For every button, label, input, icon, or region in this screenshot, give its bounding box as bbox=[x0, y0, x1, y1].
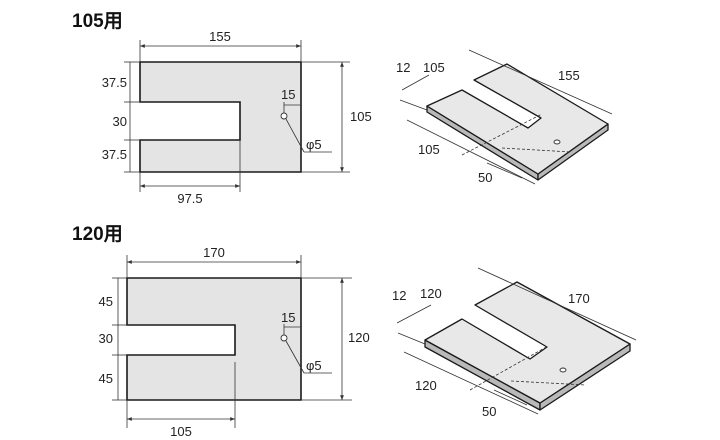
dim-slot-depth-120: 105 bbox=[170, 424, 192, 439]
dim-height-120: 120 bbox=[348, 330, 370, 345]
iso-plate-top-105 bbox=[426, 63, 609, 175]
iso-view-120: 12 120 170 120 50 bbox=[392, 267, 637, 419]
iso-hole-120 bbox=[559, 367, 567, 373]
iso-dim-thickness-105: 12 bbox=[396, 60, 410, 75]
iso-dim-slot-width-105: 105 bbox=[423, 60, 445, 75]
dim-width-120: 170 bbox=[203, 245, 225, 260]
dim-hole-offset-120: 15 bbox=[281, 310, 295, 325]
iso-dim-thickness-120: 12 bbox=[392, 288, 406, 303]
dim-hole-offset-105: 15 bbox=[281, 87, 295, 102]
mounting-hole-120 bbox=[280, 334, 288, 342]
section-title-105: 105用 bbox=[72, 11, 123, 32]
mounting-hole-105 bbox=[280, 112, 288, 120]
front-view-120: 170 120 45 30 45 105 15 φ5 bbox=[99, 245, 370, 439]
iso-dim-lower-depth-105: 50 bbox=[478, 170, 492, 185]
dim-slot-height-105: 30 bbox=[113, 114, 127, 129]
plate-outline-105 bbox=[139, 61, 302, 173]
dim-bottom-band-120: 45 bbox=[99, 371, 113, 386]
iso-dim-lower-width-120: 120 bbox=[415, 378, 437, 393]
dim-hole-dia-120: φ5 bbox=[306, 358, 322, 373]
dim-hole-dia-105: φ5 bbox=[306, 137, 322, 152]
iso-view-105: 12 105 155 105 50 bbox=[396, 49, 613, 185]
dim-width-105: 155 bbox=[209, 29, 231, 44]
dim-slot-height-120: 30 bbox=[99, 331, 113, 346]
dim-top-band-120: 45 bbox=[99, 294, 113, 309]
iso-dim-lower-width-105: 105 bbox=[418, 142, 440, 157]
dim-top-band-105: 37.5 bbox=[102, 75, 127, 90]
iso-plate-top-120 bbox=[424, 281, 631, 404]
plate-outline-120 bbox=[126, 277, 302, 401]
dim-bottom-band-105: 37.5 bbox=[102, 147, 127, 162]
dim-height-105: 105 bbox=[350, 109, 372, 124]
dim-slot-depth-105: 97.5 bbox=[177, 191, 202, 206]
iso-dim-length-120: 170 bbox=[568, 291, 590, 306]
iso-dim-length-105: 155 bbox=[558, 68, 580, 83]
iso-hole-105 bbox=[553, 139, 561, 145]
iso-dim-lower-depth-120: 50 bbox=[482, 404, 496, 419]
section-title-120: 120用 bbox=[72, 224, 123, 245]
iso-dim-slot-width-120: 120 bbox=[420, 286, 442, 301]
front-view-105: 155 105 37.5 30 37.5 97.5 15 φ5 bbox=[102, 29, 372, 206]
